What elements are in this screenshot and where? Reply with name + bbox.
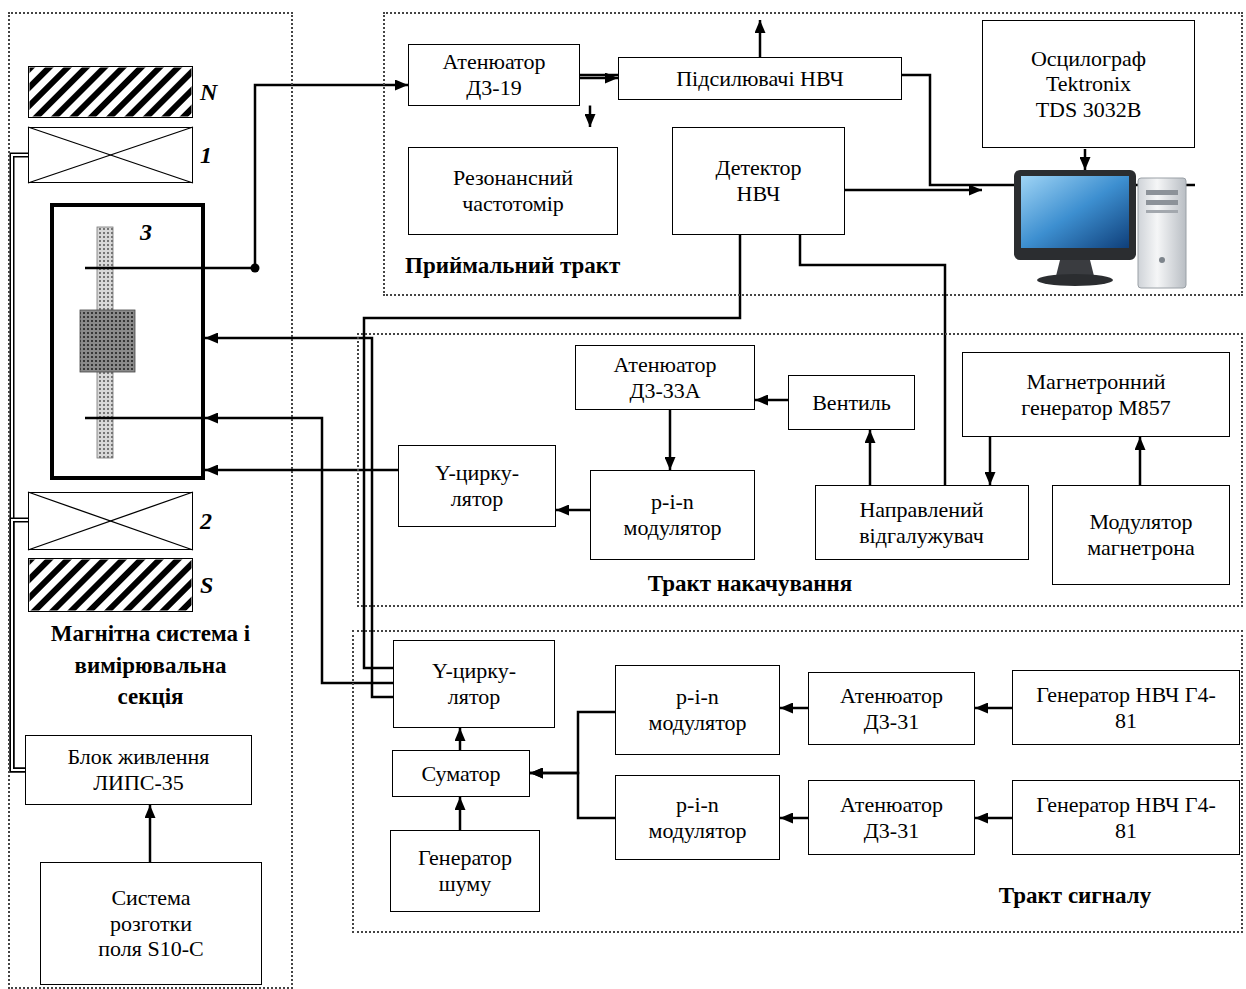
process-box: p-i-n модулятор bbox=[590, 470, 755, 560]
box-label: Система розготки поля S10-C bbox=[91, 885, 211, 962]
waveguide-line bbox=[580, 77, 618, 80]
coil-drawing bbox=[28, 492, 193, 550]
box-label: Атенюатор Д3-31 bbox=[832, 683, 952, 734]
waveguide-line bbox=[205, 85, 408, 268]
box-label: p-i-n модулятор bbox=[638, 792, 758, 843]
box-label: Суматор bbox=[421, 761, 500, 787]
waveguide-line bbox=[589, 106, 592, 127]
dotted-region: Приймальний тракт Атенюатор Д3-19 Підсилюв… bbox=[383, 12, 1243, 296]
box-label: Y-цирку- лятор bbox=[414, 658, 534, 709]
res-drawing bbox=[50, 203, 205, 480]
process-box: Підсилювачі НВЧ bbox=[618, 57, 902, 100]
box-label: Атенюатор Д3-19 bbox=[434, 49, 554, 100]
waveguide-line bbox=[975, 817, 1012, 820]
waveguide-line bbox=[459, 797, 462, 830]
waveguide-line bbox=[149, 805, 152, 862]
section-heading: Магнітна система і вимірювальна секція bbox=[43, 618, 258, 713]
process-box: Y-цирку- лятор bbox=[398, 445, 556, 527]
process-box: Резонансний частотомір bbox=[408, 147, 618, 235]
callout-number: S bbox=[200, 572, 213, 599]
process-box: Суматор bbox=[392, 750, 530, 797]
process-box: Направлений відгалужувач bbox=[815, 485, 1029, 560]
dotted-region: Тракт накачування Атенюатор Д3-33А Вентиль… bbox=[357, 333, 1243, 607]
process-box: Y-цирку- лятор bbox=[393, 640, 555, 728]
box-label: Генератор НВЧ Г4-81 bbox=[1031, 682, 1221, 733]
process-box: Атенюатор Д3-19 bbox=[408, 44, 580, 105]
box-label: Блок живлення ЛИПС-35 bbox=[54, 744, 224, 795]
process-box: Атенюатор Д3-33А bbox=[575, 345, 755, 410]
process-box: Вентиль bbox=[788, 375, 915, 430]
data-arrow bbox=[1084, 149, 1087, 170]
cable-gap bbox=[12, 520, 28, 770]
waveguide-line bbox=[975, 707, 1012, 710]
box-label: Підсилювачі НВЧ bbox=[676, 66, 844, 92]
field-coil: 2 bbox=[28, 492, 193, 550]
box-label: Резонансний частотомір bbox=[438, 165, 588, 216]
dotted-region: Магнітна система і вимірювальна секціяN1… bbox=[8, 12, 293, 989]
waveguide-line bbox=[530, 773, 615, 818]
box-label: Магнетронний генератор M857 bbox=[996, 369, 1196, 420]
box-label: p-i-n модулятор bbox=[613, 489, 733, 540]
process-box: Модулятор магнетрона bbox=[1052, 485, 1230, 585]
process-box: Генератор шуму bbox=[390, 830, 540, 912]
waveguide-line bbox=[845, 189, 982, 192]
callout-number: 2 bbox=[200, 508, 212, 535]
process-box: Осцилограф Tektronix TDS 3032B bbox=[982, 20, 1195, 148]
box-label: Осцилограф Tektronix TDS 3032B bbox=[1026, 46, 1151, 123]
waveguide-line bbox=[780, 707, 808, 710]
magnet-pole: S bbox=[28, 558, 193, 612]
box-label: Вентиль bbox=[812, 390, 891, 416]
process-box: Блок живлення ЛИПС-35 bbox=[25, 735, 252, 805]
process-box: p-i-n модулятор bbox=[615, 665, 780, 755]
waveguide-line bbox=[556, 509, 590, 512]
process-box: Генератор НВЧ Г4-81 bbox=[1012, 780, 1240, 855]
box-label: Направлений відгалужувач bbox=[822, 497, 1022, 548]
section-heading: Приймальний тракт bbox=[405, 250, 705, 282]
waveguide-line bbox=[780, 817, 808, 820]
box-label: Генератор шуму bbox=[410, 845, 520, 896]
dotted-region: Тракт сигналу Y-цирку- лятор p-i-n модулят… bbox=[352, 630, 1243, 933]
waveguide-line bbox=[669, 410, 672, 470]
box-label: Модулятор магнетрона bbox=[1066, 509, 1216, 560]
box-label: Детектор НВЧ bbox=[709, 155, 809, 206]
waveguide-line bbox=[869, 430, 872, 485]
box-label: p-i-n модулятор bbox=[638, 684, 758, 735]
waveguide-line bbox=[205, 469, 398, 472]
section-heading: Тракт накачування bbox=[560, 568, 940, 600]
process-box: Детектор НВЧ bbox=[672, 127, 845, 235]
computer-picture bbox=[1014, 170, 1186, 288]
box-label: Атенюатор Д3-33А bbox=[605, 352, 725, 403]
hatch-drawing bbox=[28, 66, 193, 118]
waveguide-line bbox=[1139, 437, 1142, 485]
magnet-pole: N bbox=[28, 66, 193, 118]
waveguide-line bbox=[459, 728, 462, 750]
section-heading: Тракт сигналу bbox=[930, 880, 1220, 912]
resonator-section: 3 bbox=[50, 203, 205, 480]
callout-number: 3 bbox=[140, 219, 152, 246]
callout-number: N bbox=[200, 79, 217, 106]
process-box: Атенюатор Д3-31 bbox=[808, 780, 975, 855]
power-cable bbox=[12, 155, 28, 770]
process-box: Генератор НВЧ Г4-81 bbox=[1012, 670, 1240, 745]
box-label: Y-цирку- лятор bbox=[417, 460, 537, 511]
field-coil: 1 bbox=[28, 127, 193, 183]
process-box: Магнетронний генератор M857 bbox=[962, 352, 1230, 437]
hatch-drawing bbox=[28, 558, 193, 612]
process-box: p-i-n модулятор bbox=[615, 775, 780, 860]
junction-dot bbox=[251, 264, 260, 273]
process-box: Атенюатор Д3-31 bbox=[808, 672, 975, 745]
process-box: Система розготки поля S10-C bbox=[40, 862, 262, 985]
callout-number: 1 bbox=[200, 142, 212, 169]
waveguide-line bbox=[989, 437, 992, 485]
box-label: Генератор НВЧ Г4-81 bbox=[1031, 792, 1221, 843]
box-label: Атенюатор Д3-31 bbox=[832, 792, 952, 843]
cable-gap bbox=[12, 155, 28, 770]
coil-drawing bbox=[28, 127, 193, 183]
waveguide-line bbox=[755, 399, 788, 402]
power-cable bbox=[12, 520, 28, 770]
